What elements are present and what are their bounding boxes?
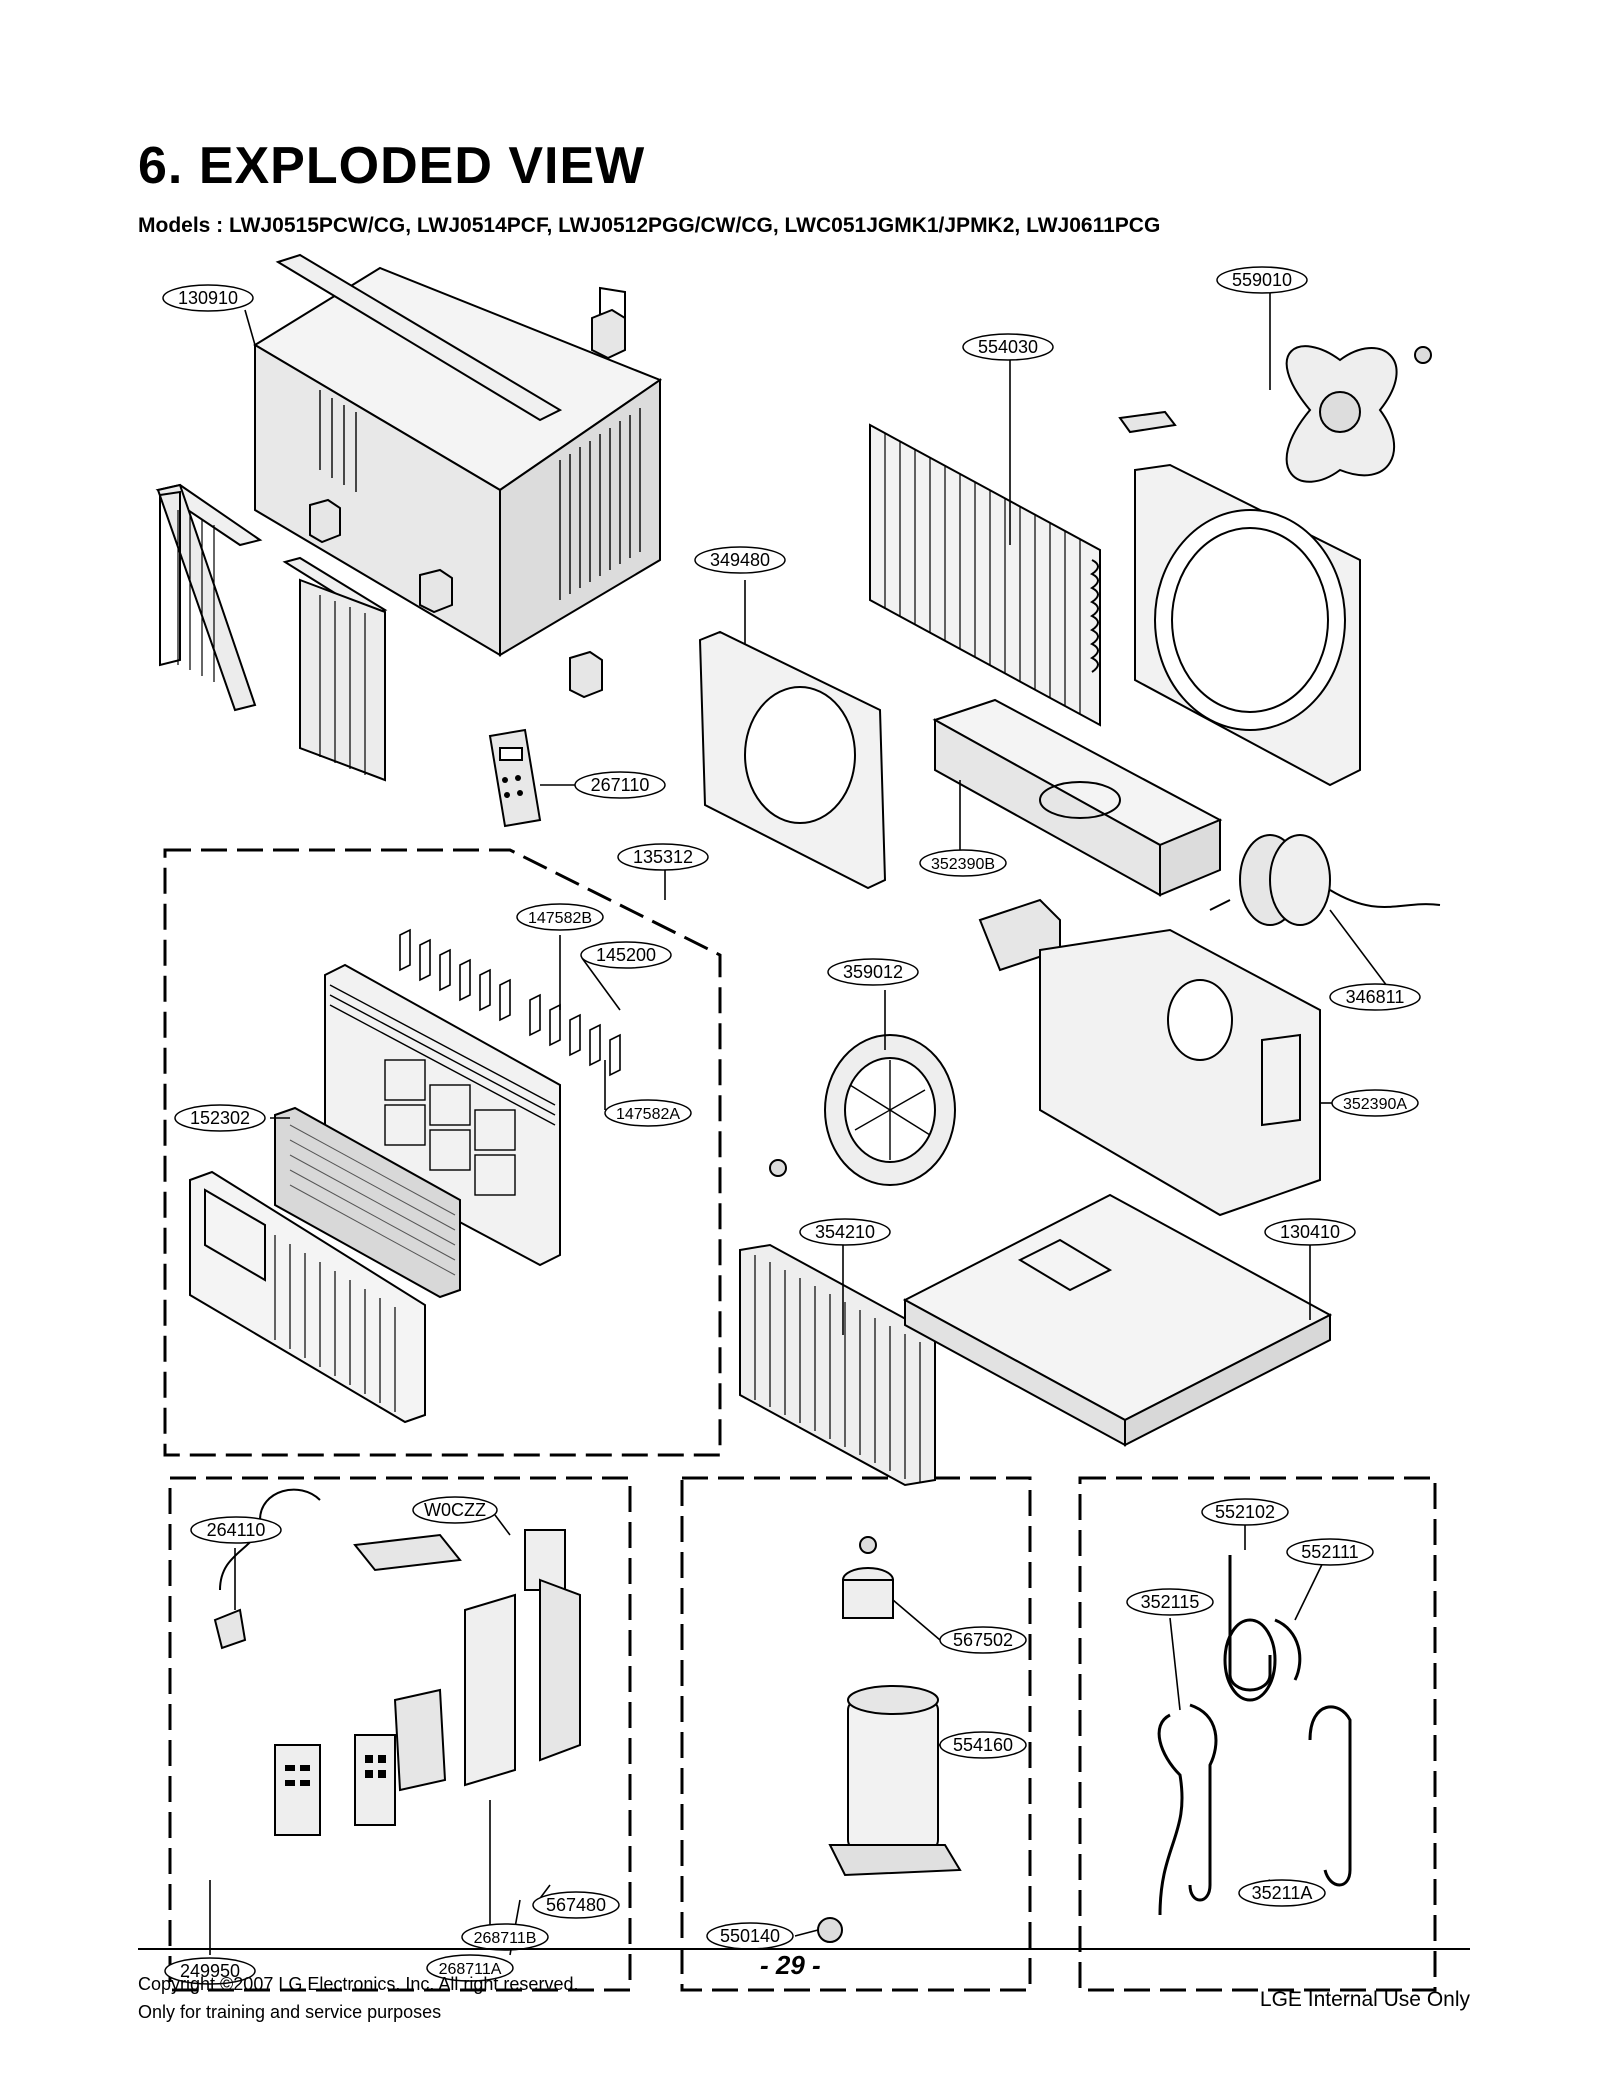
- internal-use-label: LGE Internal Use Only: [1259, 1988, 1470, 2011]
- part-number: 346811: [1346, 987, 1405, 1007]
- part-number: 249950: [180, 1961, 240, 1981]
- motor-drawing: [1209, 834, 1441, 926]
- blower-fan-drawing: [769, 1034, 956, 1186]
- page-title: 6. EXPLODED VIEW: [138, 137, 646, 195]
- callout-35211A: 35211A: [1238, 1879, 1326, 1907]
- callouts: 130910 559010 554030 349480 267110 13531…: [162, 266, 1421, 1985]
- part-number: 559010: [1232, 270, 1292, 290]
- callout-147582A: 147582A: [604, 1099, 692, 1127]
- callout-554160: 554160: [939, 1731, 1027, 1759]
- part-number: 145200: [596, 945, 656, 965]
- callout-550140: 550140: [706, 1922, 794, 1950]
- page-number: - 29 -: [760, 1950, 821, 1980]
- part-number: 352390A: [1343, 1096, 1407, 1113]
- side-curtain-drawings: [155, 483, 388, 782]
- callout-249950: 249950: [164, 1957, 256, 1985]
- louver-drawings: [399, 928, 621, 1077]
- part-number: 352115: [1141, 1592, 1200, 1612]
- part-number: 349480: [710, 550, 770, 570]
- piping-drawing: [1157, 1555, 1352, 1916]
- shroud-drawing: [1118, 410, 1361, 787]
- air-filter-drawing: [274, 1106, 461, 1299]
- callout-567480: 567480: [532, 1891, 620, 1919]
- barrier-drawing: [698, 630, 887, 890]
- part-number: 268711B: [474, 1930, 537, 1947]
- callout-346811: 346811: [1329, 983, 1421, 1011]
- base-pan-drawing: [902, 1193, 1333, 1447]
- condenser-drawing: [869, 423, 1101, 727]
- part-number: 552102: [1215, 1502, 1275, 1522]
- callout-268711B: 268711B: [461, 1923, 549, 1951]
- part-number: 550140: [720, 1926, 780, 1946]
- part-number: 552111: [1301, 1542, 1358, 1562]
- part-number: 354210: [815, 1222, 875, 1242]
- callout-147582B: 147582B: [516, 903, 604, 931]
- part-number: 268711A: [439, 1961, 502, 1978]
- evaporator-drawing: [739, 1243, 936, 1487]
- callout-359012: 359012: [827, 958, 919, 986]
- callout-349480: 349480: [694, 546, 786, 574]
- piping-group-box: [1078, 1476, 1437, 1992]
- part-number: 554030: [978, 337, 1038, 357]
- callout-352390B: 352390B: [919, 849, 1007, 877]
- callout-135312: 135312: [617, 843, 709, 871]
- copyright-notice: Copyright ©2007 LG Electronics. Inc. All…: [138, 1970, 578, 2026]
- front-panel-drawing: [189, 1170, 426, 1424]
- callout-552102: 552102: [1201, 1498, 1289, 1526]
- callout-130410: 130410: [1264, 1218, 1356, 1246]
- drain-pan-drawing: [932, 698, 1223, 897]
- part-number: 35211A: [1252, 1883, 1313, 1903]
- callout-567502: 567502: [939, 1626, 1027, 1654]
- callout-268711A: 268711A: [426, 1954, 514, 1982]
- part-number: 130910: [178, 288, 238, 308]
- callout-130910: 130910: [162, 284, 254, 312]
- copyright-line-2: Only for training and service purposes: [138, 2002, 442, 2022]
- part-number: 152302: [190, 1108, 250, 1128]
- propeller-fan-drawing: [1285, 345, 1432, 483]
- part-drawings: [155, 253, 1441, 1943]
- part-number: 267110: [591, 775, 650, 795]
- part-number: 264110: [207, 1520, 266, 1540]
- bracket-drawings: [309, 308, 626, 699]
- callout-264110: 264110: [190, 1516, 282, 1544]
- part-number: 147582A: [616, 1106, 680, 1123]
- part-number: 567502: [953, 1630, 1013, 1650]
- front-grille-group-box: [163, 848, 722, 1457]
- callout-152302: 152302: [174, 1104, 266, 1132]
- part-number: 135312: [633, 847, 693, 867]
- compressor-drawing: [817, 1536, 962, 1943]
- callout-354210: 354210: [799, 1218, 891, 1246]
- models-subtitle: Models : LWJ0515PCW/CG, LWJ0514PCF, LWJ0…: [138, 214, 1161, 237]
- part-number: 147582B: [528, 910, 592, 927]
- part-number: 567480: [546, 1895, 606, 1915]
- control-parts-drawings: [213, 1488, 581, 1836]
- scroll-housing-drawing: [978, 898, 1321, 1217]
- callout-267110: 267110: [574, 771, 666, 799]
- callout-554030: 554030: [962, 333, 1054, 361]
- callout-352115: 352115: [1126, 1588, 1214, 1616]
- footer-divider: [138, 1948, 1470, 1950]
- part-number: 554160: [953, 1735, 1013, 1755]
- copyright-line-1: Copyright ©2007 LG Electronics. Inc. All…: [138, 1974, 579, 1994]
- part-number: 359012: [843, 962, 903, 982]
- callout-352390A: 352390A: [1331, 1089, 1419, 1117]
- callout-552111: 552111: [1286, 1538, 1374, 1566]
- part-number: W0CZZ: [424, 1500, 486, 1520]
- remote-control-drawing: [488, 728, 542, 828]
- control-group-box: [168, 1476, 632, 1992]
- part-number: 352390B: [931, 856, 995, 873]
- part-number: 130410: [1280, 1222, 1340, 1242]
- callout-145200: 145200: [580, 941, 672, 969]
- callout-W0CZZ: W0CZZ: [412, 1496, 498, 1524]
- callout-559010: 559010: [1216, 266, 1308, 294]
